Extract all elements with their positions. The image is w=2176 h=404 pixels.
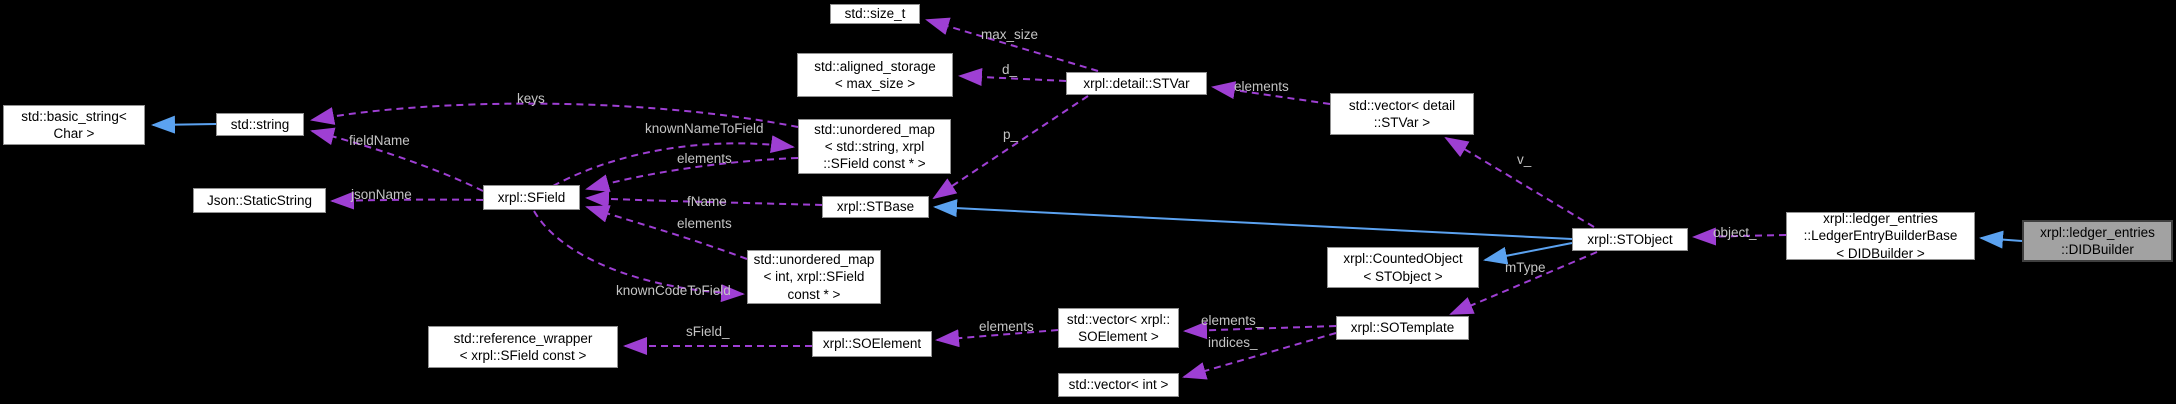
node-xrpl-stobject[interactable]: xrpl::STObject bbox=[1572, 228, 1688, 251]
edge-jsonname bbox=[330, 191, 484, 210]
edge-label-jsonname: jsonName bbox=[351, 187, 412, 202]
node-std-vector-int[interactable]: std::vector< int > bbox=[1058, 373, 1179, 397]
edge-label-elements-vec-soelement: elements bbox=[979, 319, 1034, 334]
node-xrpl-sfield[interactable]: xrpl::SField bbox=[483, 185, 580, 210]
node-xrpl-sotemplate[interactable]: xrpl::SOTemplate bbox=[1336, 316, 1469, 340]
edge-elements-vec-stvar bbox=[1211, 81, 1331, 105]
edge-elements-map-string bbox=[585, 157, 799, 192]
node-std-vector-detail-stvar[interactable]: std::vector< detail ::STVar > bbox=[1330, 93, 1474, 135]
edge-label-v: v_ bbox=[1517, 152, 1532, 167]
edge-knownnametofield bbox=[552, 135, 795, 187]
edge-label-d: d_ bbox=[1002, 62, 1018, 77]
node-xrpl-detail-stvar[interactable]: xrpl::detail::STVar bbox=[1066, 72, 1207, 95]
edge-p-member bbox=[932, 95, 1089, 200]
node-xrpl-stbase[interactable]: xrpl::STBase bbox=[822, 196, 929, 218]
edge-label-p: p_ bbox=[1003, 127, 1019, 142]
node-xrpl-soelement[interactable]: xrpl::SOElement bbox=[812, 331, 932, 357]
edge-object-member bbox=[1692, 227, 1787, 246]
edge-v-member bbox=[1444, 136, 1595, 228]
edge-knowncodetofield bbox=[533, 210, 745, 303]
edge-label-maxsize: max_size bbox=[981, 27, 1039, 42]
edge-maxsize bbox=[925, 17, 1099, 72]
edge-inherit-stobject-countedobject bbox=[1483, 242, 1573, 265]
node-std-reference-wrapper[interactable]: std::reference_wrapper < xrpl::SField co… bbox=[428, 326, 618, 368]
node-json-staticstring[interactable]: Json::StaticString bbox=[193, 188, 326, 213]
edge-label-object: object_ bbox=[1713, 225, 1757, 240]
node-unordered-map-int-sfield[interactable]: std::unordered_map < int, xrpl::SField c… bbox=[747, 250, 881, 304]
edge-indices-sotemplate bbox=[1182, 332, 1337, 380]
node-std-size-t[interactable]: std::size_t bbox=[830, 4, 920, 24]
edge-label-elements-map-int: elements bbox=[677, 216, 732, 231]
edge-inherit-didbuilder-base bbox=[1979, 230, 2023, 249]
edge-inherit-stobject-stbase bbox=[933, 199, 1573, 240]
edge-label-elements-map-string: elements bbox=[677, 151, 732, 166]
edge-label-elements-vec-stvar: elements bbox=[1234, 79, 1289, 94]
node-unordered-map-string-sfield[interactable]: std::unordered_map < std::string, xrpl :… bbox=[798, 119, 951, 174]
node-std-vector-soelement[interactable]: std::vector< xrpl:: SOElement > bbox=[1058, 308, 1179, 348]
node-std-string[interactable]: std::string bbox=[216, 113, 304, 136]
edge-label-keys: keys bbox=[517, 91, 545, 106]
edge-elements-sotemplate bbox=[1183, 321, 1337, 340]
edge-label-knownnametofield: knownNameToField bbox=[645, 121, 764, 136]
edge-label-fieldname: fieldName bbox=[349, 133, 410, 148]
edge-d-member bbox=[958, 68, 1067, 87]
edge-label-elements-sotemplate: elements_ bbox=[1201, 313, 1264, 328]
edge-elements-vec-soelement bbox=[935, 329, 1059, 348]
edge-mtype bbox=[1449, 251, 1598, 315]
edge-keys bbox=[310, 102, 799, 128]
node-didbuilder-focal: xrpl::ledger_entries ::DIDBuilder bbox=[2022, 220, 2173, 262]
edge-label-indices-sotemplate: indices_ bbox=[1208, 335, 1258, 350]
node-std-aligned-storage[interactable]: std::aligned_storage < max_size > bbox=[797, 53, 953, 97]
edge-label-sfield-member: sField_ bbox=[686, 324, 730, 339]
edge-elements-map-int bbox=[585, 205, 748, 260]
edge-inherit-string-basicstring bbox=[151, 115, 217, 134]
edge-label-fname: fName bbox=[687, 194, 727, 209]
edge-label-mtype: mType bbox=[1505, 260, 1546, 275]
node-ledgerentrybuilderbase[interactable]: xrpl::ledger_entries ::LedgerEntryBuilde… bbox=[1786, 211, 1975, 261]
edge-label-knowncodetofield: knownCodeToField bbox=[616, 283, 731, 298]
node-std-basic-string[interactable]: std::basic_string< Char > bbox=[3, 105, 145, 145]
edge-fieldname bbox=[310, 127, 484, 192]
node-xrpl-countedobject[interactable]: xrpl::CountedObject < STObject > bbox=[1327, 247, 1479, 288]
edge-fname bbox=[585, 189, 823, 208]
